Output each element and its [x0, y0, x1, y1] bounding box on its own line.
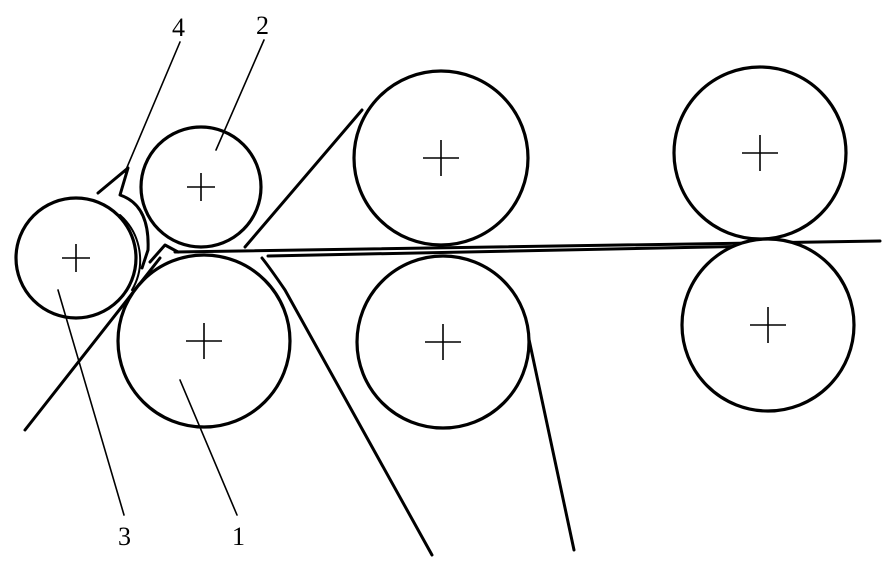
leader-1 [179, 379, 238, 516]
roll-middle-lower [355, 254, 531, 430]
lower-belt-right [525, 328, 576, 552]
label-1: 1 [232, 522, 245, 551]
leader-2 [215, 39, 265, 151]
main-web-line-lower [266, 244, 762, 258]
roll-right-lower [680, 237, 856, 413]
lower-belt-left [260, 256, 434, 557]
roll-middle-upper [352, 69, 530, 247]
label-4: 4 [172, 13, 185, 42]
leader-lines [57, 39, 265, 516]
roll-right-upper [672, 65, 848, 241]
leader-3 [57, 289, 125, 516]
leader-4 [124, 41, 181, 173]
nip-wedge [148, 243, 180, 264]
roll-1 [116, 253, 292, 429]
label-3: 3 [118, 522, 131, 551]
roll-3 [14, 196, 142, 320]
labels: 4 2 3 1 [118, 11, 269, 551]
rolls [14, 65, 856, 430]
scraper-blade [96, 166, 150, 270]
upper-belt [243, 108, 364, 249]
roll-2 [139, 125, 263, 249]
label-2: 2 [256, 11, 269, 40]
